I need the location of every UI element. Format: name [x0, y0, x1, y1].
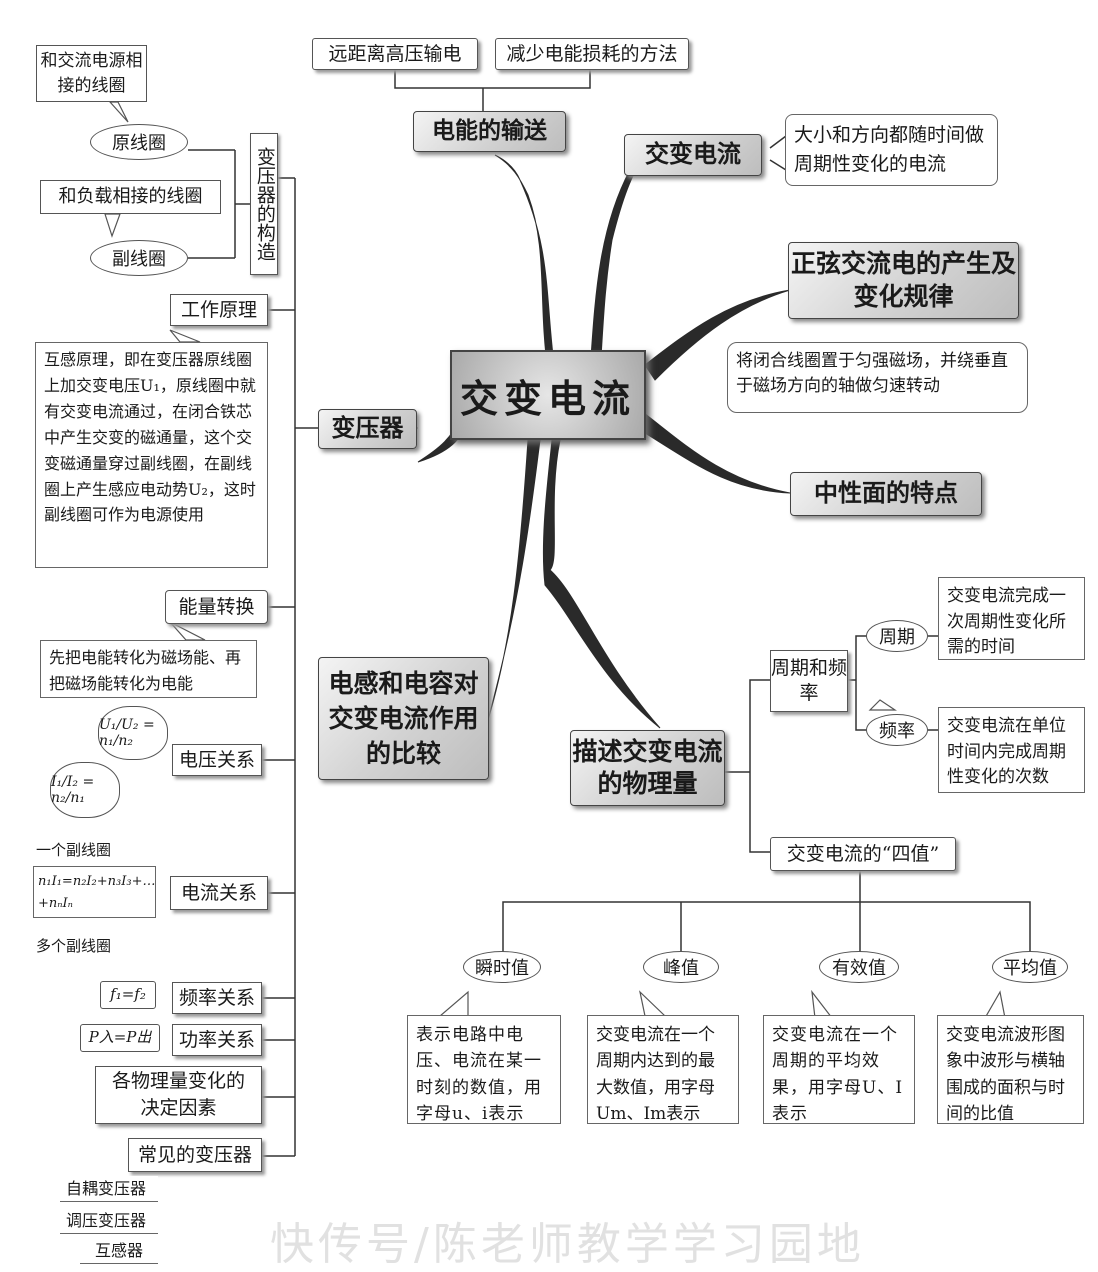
common-box: 常见的变压器 — [128, 1138, 262, 1172]
primary-note: 和交流电源相接的线圈 — [36, 45, 147, 102]
transformer-node: 变压器 — [318, 409, 417, 449]
freq-note: 交变电流在单位时间内完成周期性变化的次数 — [938, 707, 1085, 793]
current-box: 电流关系 — [170, 876, 268, 910]
four-values-box: 交变电流的“四值” — [770, 837, 956, 871]
power-box: 功率关系 — [172, 1024, 262, 1056]
energy-note: 先把电能转化为磁场能、再把磁场能转化为电能 — [40, 640, 257, 698]
peak-note: 交变电流在一个周期内达到的最大数值，用字母Um、Im表示 — [587, 1015, 739, 1124]
multi-formula: n₁I₁=n₂I₂+n₃I₃+…+nₙIₙ — [33, 866, 156, 918]
frequency-box: 频率关系 — [172, 982, 262, 1014]
period-oval: 周期 — [866, 620, 928, 652]
sine-node: 正弦交流电的产生及变化规律 — [788, 242, 1019, 319]
average-oval: 平均值 — [992, 951, 1068, 983]
period-freq-box: 周期和频率 — [770, 650, 848, 712]
ac-definition: 大小和方向都随时间做周期性变化的电流 — [785, 114, 998, 186]
effective-note: 交变电流在一个周期的平均效果，用字母U、I表示 — [763, 1015, 915, 1124]
voltage-box: 电压关系 — [172, 744, 262, 776]
instant-oval: 瞬时值 — [463, 951, 541, 983]
voltage-formula: U₁/U₂ = n₁/n₂ — [98, 706, 168, 760]
current-formula: I₁/I₂ = n₂/n₁ — [50, 762, 120, 818]
ac-node: 交变电流 — [624, 134, 762, 176]
determining-box: 各物理量变化的决定因素 — [95, 1066, 262, 1124]
watermark: 快传号/陈老师教学学习园地 — [270, 1219, 865, 1270]
primary-oval: 原线圈 — [90, 124, 188, 160]
sine-note: 将闭合线圈置于匀强磁场，并绕垂直于磁场方向的轴做匀速转动 — [727, 342, 1028, 413]
energy-box: 能量转换 — [165, 590, 268, 624]
regulating-transformer: 调压变压器 — [60, 1208, 158, 1234]
transmission-node: 电能的输送 — [413, 111, 566, 152]
transformer-structure: 变压器的构造 — [250, 133, 278, 275]
long-distance-box: 远距离高压输电 — [312, 38, 478, 70]
frequency-formula: f₁=f₂ — [100, 981, 156, 1009]
instant-note: 表示电路中电压、电流在某一时刻的数值，用字母u、i表示 — [407, 1015, 561, 1124]
effective-oval: 有效值 — [819, 951, 899, 983]
multi-secondary: 多个副线圈 — [34, 934, 130, 960]
one-secondary: 一个副线圈 — [34, 838, 130, 864]
period-note: 交变电流完成一次周期性变化所需的时间 — [938, 577, 1085, 660]
inductance-node: 电感和电容对交变电流作用的比较 — [318, 657, 489, 780]
auto-transformer: 自耦变压器 — [60, 1176, 158, 1202]
principle-box: 工作原理 — [170, 294, 268, 326]
reduce-loss-box: 减少电能损耗的方法 — [495, 38, 689, 70]
principle-note: 互感原理，即在变压器原线圈上加交变电压U₁，原线圈中就有交变电流通过，在闭合铁芯… — [35, 342, 268, 568]
freq-oval: 频率 — [866, 714, 928, 746]
peak-oval: 峰值 — [643, 951, 719, 983]
central-topic: 交变电流 — [450, 350, 646, 440]
physical-node: 描述交变电流的物理量 — [570, 730, 725, 806]
mutual-inductor: 互感器 — [80, 1238, 158, 1264]
neutral-node: 中性面的特点 — [790, 472, 982, 516]
secondary-note: 和负载相接的线圈 — [40, 180, 221, 214]
power-formula: P入=P出 — [80, 1024, 160, 1052]
secondary-oval: 副线圈 — [90, 240, 188, 276]
average-note: 交变电流波形图象中波形与横轴围成的面积与时间的比值 — [937, 1015, 1084, 1124]
